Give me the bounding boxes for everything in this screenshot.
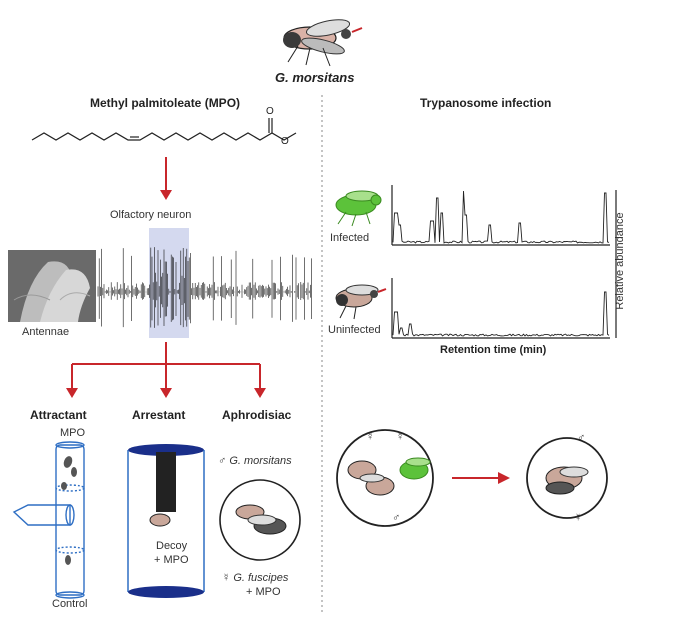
neuron-trace (97, 247, 312, 328)
infected-label: Infected (330, 232, 370, 244)
male-symbol-1: ♂ (392, 512, 401, 524)
male-symbol: ♂ (218, 455, 227, 467)
mpo-structure (31, 118, 297, 141)
antennae-image (8, 250, 96, 322)
arrow-right (452, 472, 510, 484)
decoy-label: Decoy (156, 540, 188, 552)
attractant-control-label: Control (52, 598, 88, 610)
infected-fly-icon (335, 190, 382, 227)
left-heading: Methyl palmitoleate (MPO) (90, 96, 241, 110)
infected-chromatogram-line (392, 190, 610, 244)
carbonyl-o-text: O (266, 106, 274, 117)
olfactory-label: Olfactory neuron (110, 209, 192, 221)
female-mpo-label: + MPO (246, 586, 281, 598)
aphrodisiac-label: Aphrodisiac (222, 408, 292, 422)
attractant-tube (12, 441, 85, 599)
ester-o-text: O (281, 136, 289, 147)
tsetse-fly-top-icon (283, 19, 363, 67)
female-symbol-2: ☿ (396, 431, 405, 443)
arrow-down-1 (160, 157, 172, 200)
uninfected-chromatogram-line (392, 291, 610, 337)
attractant-flies (61, 456, 77, 565)
male-species-label: G. morsitans (229, 455, 292, 467)
branch-arrows (66, 342, 266, 398)
male-label-row: ♂ G. morsitans (218, 455, 292, 467)
uninfected-fly-icon (335, 284, 387, 320)
female-symbol-3: ☿ (574, 512, 583, 524)
male-symbol-2: ♂ (577, 432, 586, 444)
species-title: G. morsitans (275, 70, 355, 85)
x-axis-label: Retention time (min) (440, 344, 547, 356)
female-symbol: ☿ (222, 572, 231, 584)
decoy-mpo-label: + MPO (154, 554, 189, 566)
attractant-mpo-label: MPO (60, 427, 86, 439)
aphrodisiac-circle (219, 479, 301, 561)
mixed-flies-circle (336, 429, 434, 527)
uninfected-label: Uninfected (328, 324, 381, 336)
mating-result-circle (526, 437, 608, 519)
arrestant-cylinder (127, 444, 205, 598)
right-heading: Trypanosome infection (420, 96, 552, 110)
female-label-row: ☿ G. fuscipes (222, 572, 288, 584)
female-symbol-1: ☿ (366, 431, 375, 443)
chromatogram-axes (391, 185, 617, 339)
attractant-label: Attractant (30, 408, 87, 422)
arrestant-label: Arrestant (132, 408, 186, 422)
female-species-label: G. fuscipes (233, 572, 289, 584)
antennae-label: Antennae (22, 326, 70, 338)
y-axis-label: Relative abundance (614, 212, 626, 310)
